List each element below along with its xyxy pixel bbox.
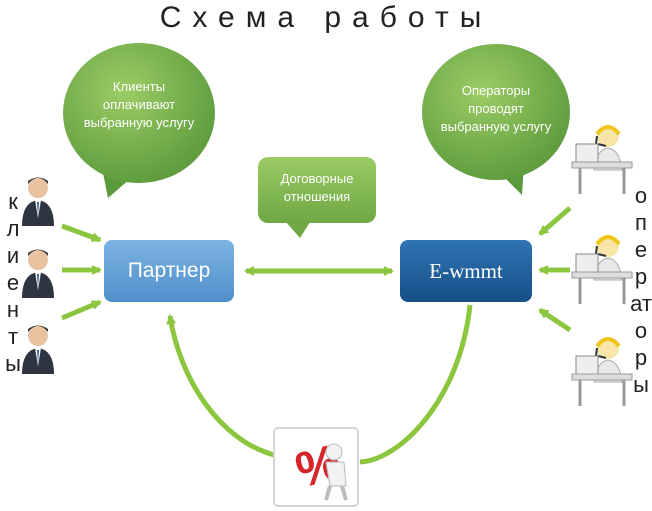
operators-provide-text: Операторы проводят выбранную услугу <box>440 83 552 134</box>
operator-arrows <box>538 206 572 333</box>
operator-icon-2 <box>571 235 633 304</box>
contract-text: Договорные отношения <box>280 171 354 204</box>
clients-pay-bubble <box>63 43 215 198</box>
clients-pay-text: Клиенты оплачивают выбранную услугу <box>83 79 195 130</box>
operator-icon-3 <box>571 337 633 406</box>
ewmmt-label: E-wmmt <box>429 259 503 283</box>
partner-label: Партнер <box>127 259 211 282</box>
percent-person-icon: % <box>273 427 359 507</box>
operators-provide-bubble <box>422 44 570 195</box>
client-icon-2 <box>22 249 54 298</box>
partner-node <box>104 240 234 302</box>
operators-side-label: операторы <box>630 183 652 397</box>
clients-side-label: клиенты <box>5 189 21 376</box>
page-title: Схема работы <box>159 1 493 34</box>
percent-to-partner-curve <box>166 314 275 458</box>
contract-box <box>258 157 376 238</box>
client-icon-3 <box>22 325 54 374</box>
ewmmt-node <box>400 240 532 302</box>
client-arrows <box>61 223 102 321</box>
ewmmt-to-percent-curve <box>359 304 473 465</box>
client-icon-1 <box>22 177 54 226</box>
operator-icon-1 <box>571 125 633 194</box>
